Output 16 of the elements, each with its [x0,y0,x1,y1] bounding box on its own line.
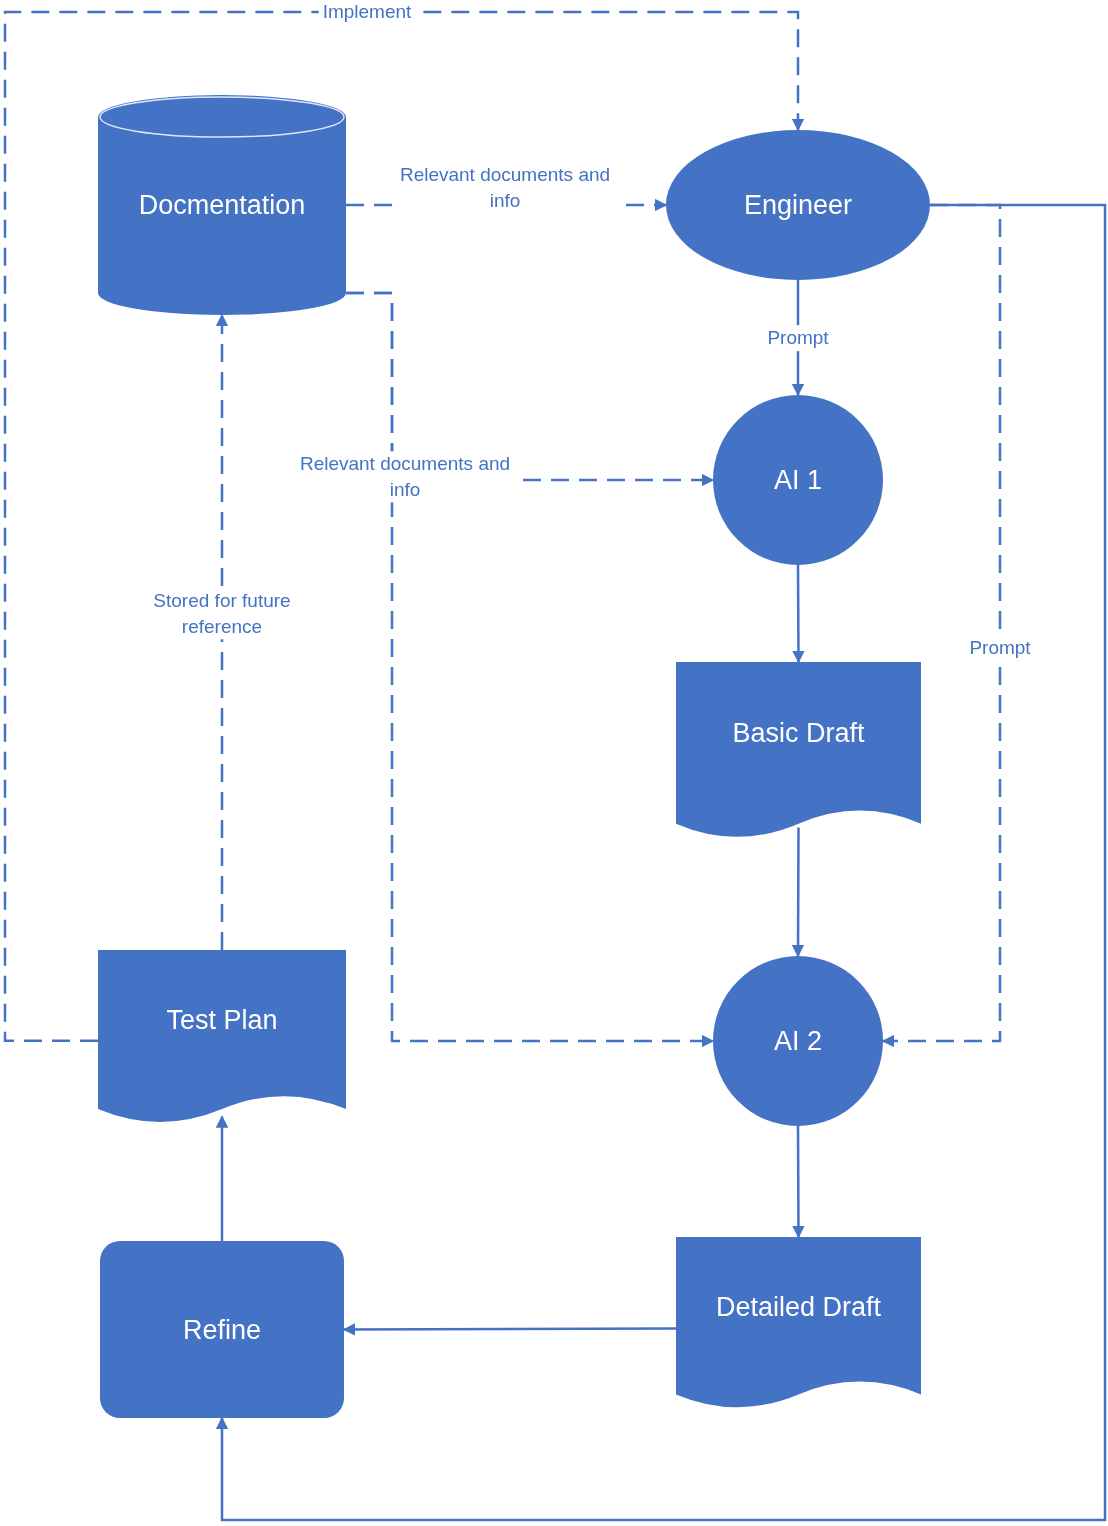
node-label: Engineer [742,189,854,221]
node-label: AI 2 [773,1025,823,1057]
arrow [215,313,229,950]
arrow [792,1126,805,1239]
arrow [346,291,715,1048]
arrow [3,10,805,1042]
arrow [215,203,1107,1522]
node-label: Detailed Draft [714,1291,883,1323]
node-label: Basic Draft [731,717,866,749]
arrow [215,1115,229,1241]
node-label: Refine [181,1314,262,1345]
node-label: Docmentation [137,189,307,221]
node-label: Test Plan [165,1004,279,1036]
node-label: AI 1 [773,464,823,496]
arrow [791,827,805,958]
arrow [792,565,805,664]
